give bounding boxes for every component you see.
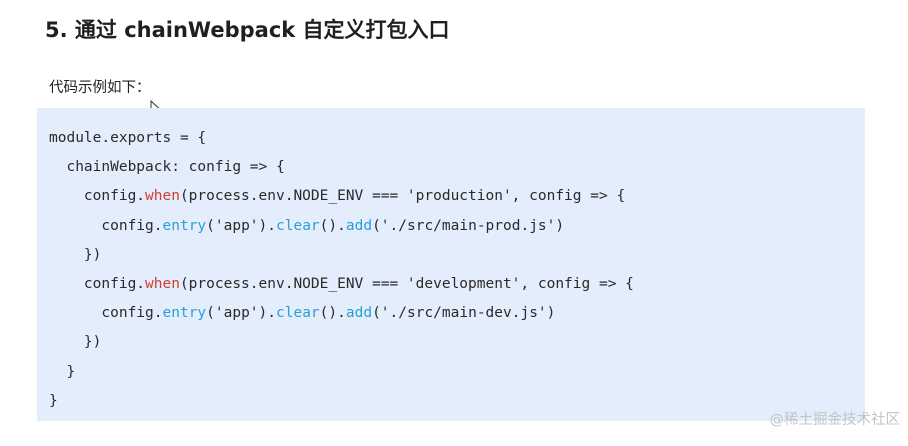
code-token: }) (49, 246, 102, 263)
slide-heading: 5. 通过 chainWebpack 自定义打包入口 (45, 18, 450, 42)
code-line: config.when(process.env.NODE_ENV === 'pr… (49, 182, 634, 211)
code-token: module.exports = { (49, 130, 207, 146)
code-token: ('app'). (206, 217, 276, 234)
code-method-token: entry (162, 305, 207, 322)
code-line: chainWebpack: config => { (49, 153, 634, 182)
code-token: (process.env.NODE_ENV === 'production', … (179, 188, 626, 205)
intro-text: 代码示例如下： (49, 80, 151, 96)
code-token: (process.env.NODE_ENV === 'development',… (179, 275, 634, 292)
code-line: config.entry('app').clear().add('./src/m… (49, 299, 634, 328)
code-method-token: add (345, 305, 373, 322)
code-method-token: clear (276, 305, 320, 322)
code-method-token: when (145, 188, 180, 205)
code-token: } (49, 363, 76, 380)
code-line: } (49, 358, 634, 387)
code-line: } (49, 387, 634, 416)
code-method-token: entry (162, 217, 207, 234)
code-token: config. (49, 305, 163, 322)
code-token: ('app'). (206, 305, 276, 322)
code-token: chainWebpack: config => { (49, 159, 285, 176)
code-token: config. (49, 275, 146, 292)
code-method-token: clear (276, 217, 320, 234)
code-line: }) (49, 241, 634, 270)
code-line: config.when(process.env.NODE_ENV === 'de… (49, 270, 634, 299)
code-token: ('./src/main-dev.js') (372, 305, 556, 322)
watermark: @稀土掘金技术社区 (769, 412, 901, 428)
code-line: module.exports = { (49, 124, 634, 153)
code-line: config.entry('app').clear().add('./src/m… (49, 212, 634, 241)
code-token: } (49, 392, 58, 409)
code-method-token: when (145, 275, 180, 292)
code-token: }) (49, 334, 102, 351)
code-content: module.exports = { chainWebpack: config … (49, 124, 634, 416)
code-token: (). (319, 217, 346, 234)
code-token: config. (49, 217, 163, 234)
code-token: ('./src/main-prod.js') (372, 217, 565, 234)
code-token: (). (319, 305, 346, 322)
code-block: module.exports = { chainWebpack: config … (37, 108, 865, 421)
code-line: }) (49, 328, 634, 357)
code-token: config. (49, 188, 146, 205)
code-method-token: add (345, 217, 373, 234)
